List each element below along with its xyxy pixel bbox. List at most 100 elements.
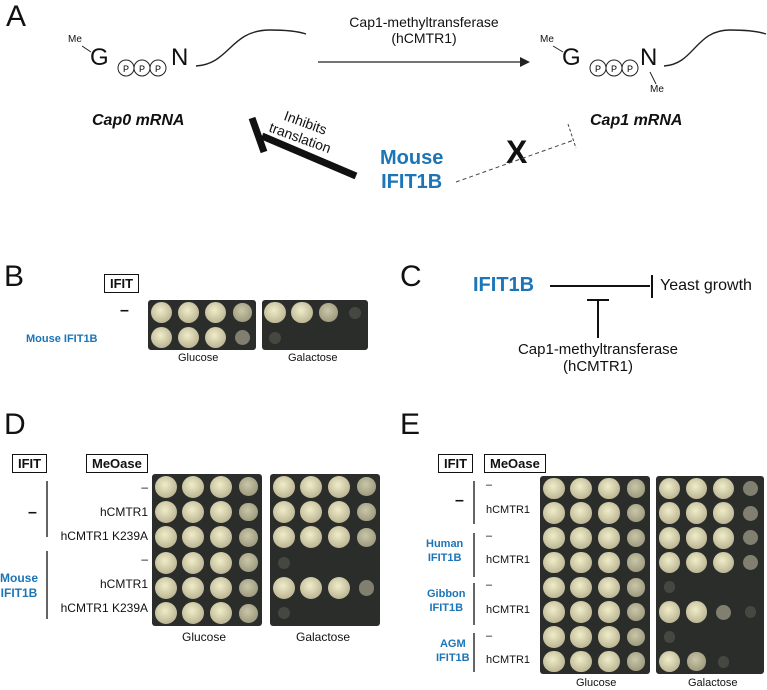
panel-e-glucose-colony-spot <box>627 479 646 498</box>
panel-d-glucose-colony-spot <box>154 551 177 574</box>
panel-a-letter: A <box>6 0 27 33</box>
panel-e-glucose-colony-spot <box>627 528 646 548</box>
phosphate-circles-left: P P P <box>117 59 167 77</box>
panel-b-galactose-colony-spot <box>348 306 361 319</box>
panel-e-galactose-colony-spot <box>712 527 735 549</box>
panel-d-galactose-colony-spot <box>356 502 376 522</box>
panel-e-letter: E <box>400 408 421 441</box>
svg-text:P: P <box>611 64 617 74</box>
panel-d-meoase-header: MeOase <box>86 454 148 473</box>
panel-e-glucose-colony-spot <box>627 503 646 523</box>
panel-d-glucose-colony-spot <box>154 576 177 599</box>
panel-d-galactose-colony-spot <box>300 500 323 523</box>
panel-b-mouse-label: Mouse IFIT1B <box>26 333 98 345</box>
panel-e-galactose-colony-spot <box>658 477 681 500</box>
panel-e-glucose-colony-spot <box>597 551 620 574</box>
methyl-label-2o: Me <box>650 84 664 95</box>
panel-e-glucose-colony-spot <box>597 650 620 673</box>
panel-e-glucose-colony-spot <box>597 502 620 524</box>
panel-e-row-label: – <box>486 530 493 542</box>
panel-c-enzyme-label: Cap1-methyltransferase (hCMTR1) <box>517 341 679 375</box>
panel-d-galactose-colony-spot <box>272 576 295 599</box>
panel-e-glucose-colony-spot <box>542 477 565 500</box>
panel-d-glucose-colony-spot <box>182 602 205 625</box>
panel-b-ifit-header: IFIT <box>104 274 140 293</box>
panel-e-galactose-colony-spot <box>685 527 708 549</box>
panel-d-glucose-colony-spot <box>209 602 232 625</box>
panel-d-glucose-colony-spot <box>209 551 232 574</box>
nucleotide-label-right: N <box>640 44 658 71</box>
panel-e-glucose-colony-spot <box>597 477 620 500</box>
panel-e-glucose-colony-spot <box>570 527 592 549</box>
panel-b-galactose-colony-spot <box>269 331 282 344</box>
panel-d-letter: D <box>4 408 26 441</box>
panel-d-galactose-label: Galactose <box>296 630 351 644</box>
panel-e-glucose-colony-spot <box>570 650 592 673</box>
panel-e-glucose-colony-spot <box>597 576 620 599</box>
panel-c-ifit-label: IFIT1B <box>473 274 535 296</box>
panel-e-galactose-colony-spot <box>658 650 681 673</box>
panel-d-glucose-colony-spot <box>209 475 232 498</box>
inhibition-bar <box>260 132 358 180</box>
panel-e-row-label: – <box>486 479 493 491</box>
panel-e-row-label: hCMTR1 <box>486 554 531 566</box>
panel-e-row-label: hCMTR1 <box>486 604 531 616</box>
panel-d-glucose-colony-spot <box>238 578 258 598</box>
panel-d-galactose-colony-spot <box>327 526 350 549</box>
panel-d-glucose-colony-spot <box>182 551 205 574</box>
panel-d-glucose-plate <box>152 474 262 626</box>
methyl-label-right: Me <box>540 34 554 45</box>
panel-e-glucose-colony-spot <box>597 601 620 623</box>
panel-d-galactose-colony-spot <box>277 607 290 620</box>
panel-d-row-label: – <box>141 552 148 566</box>
panel-e-galactose-colony-spot <box>658 527 681 549</box>
mrna-tail-right <box>663 29 767 67</box>
panel-e-galactose-colony-spot <box>685 502 708 524</box>
panel-d-glucose-colony-spot <box>238 477 258 497</box>
panel-e-glucose-colony-spot <box>542 601 565 623</box>
panel-b-galactose-colony-spot <box>264 301 287 324</box>
panel-e-glucose-colony-spot <box>542 527 565 549</box>
panel-e-glucose-colony-spot <box>597 527 620 549</box>
panel-e-galactose-colony-spot <box>685 477 708 500</box>
panel-e-glucose-colony-spot <box>627 578 646 597</box>
panel-d-galactose-colony-spot <box>272 500 295 523</box>
panel-b-letter: B <box>4 260 25 293</box>
panel-d-glucose-colony-spot <box>238 502 258 522</box>
panel-c-letter: C <box>400 260 422 293</box>
panel-e-galactose-colony-spot <box>742 505 759 521</box>
panel-e-glucose-colony-spot <box>627 602 646 622</box>
panel-e-galactose-colony-spot <box>712 477 735 500</box>
panel-e-glucose-colony-spot <box>570 576 592 599</box>
panel-d-galactose-plate <box>270 474 380 626</box>
panel-e-glucose-colony-spot <box>570 626 592 648</box>
panel-b-empty-row-label: – <box>120 302 129 319</box>
panel-d-glucose-colony-spot <box>238 553 258 573</box>
panel-d-row-label: hCMTR1 <box>99 577 148 591</box>
panel-b-glucose-colony-spot <box>150 326 173 349</box>
panel-e-galactose-colony-spot <box>663 630 676 643</box>
panel-e-galactose-colony-spot <box>742 530 759 546</box>
panel-e-glucose-colony-spot <box>597 626 620 648</box>
panel-e-row-label: hCMTR1 <box>486 504 531 516</box>
svg-text:P: P <box>139 64 145 74</box>
svg-text:P: P <box>595 64 601 74</box>
panel-d-glucose-colony-spot <box>182 526 205 549</box>
nucleotide-label: N <box>171 44 189 71</box>
panel-b-glucose-colony-spot <box>177 326 200 349</box>
panel-d-glucose-colony-spot <box>154 500 177 523</box>
panel-d-empty-ifit: – <box>28 504 37 521</box>
panel-d-galactose-colony-spot <box>327 475 350 498</box>
svg-text:P: P <box>627 64 633 74</box>
panel-b-glucose-label: Glucose <box>178 352 219 364</box>
panel-e-galactose-colony-spot <box>717 655 730 668</box>
cap1-mrna-label: Cap1 mRNA <box>590 112 683 129</box>
panel-b-galactose-plate <box>262 300 368 350</box>
panel-d-mouse-label: Mouse IFIT1B <box>0 571 39 600</box>
panel-e-glucose-colony-spot <box>570 502 592 524</box>
panel-d-glucose-colony-spot <box>182 576 205 599</box>
panel-d-galactose-colony-spot <box>277 556 290 569</box>
blocked-x-mark: X <box>506 134 528 170</box>
panel-b-glucose-colony-spot <box>204 326 227 349</box>
panel-e-row-label: – <box>486 579 493 591</box>
